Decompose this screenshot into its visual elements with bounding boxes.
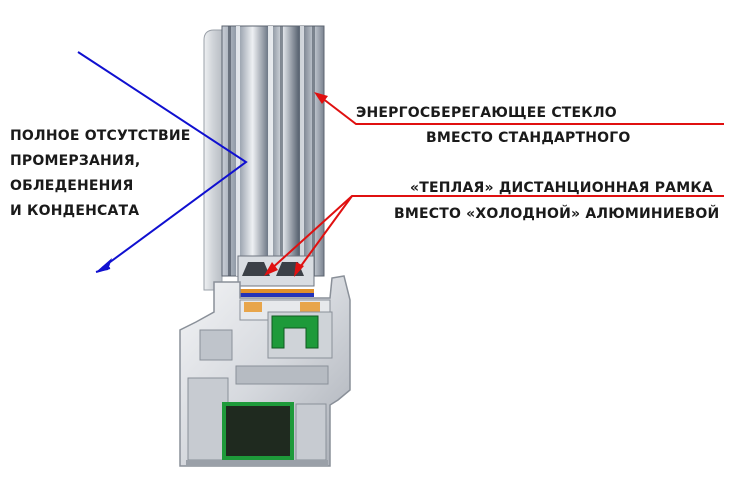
condensation-label-line4: И КОНДЕНСАТА [10,203,140,219]
condensation-label-line1: ПОЛНОЕ ОТСУТСТВИЕ [10,128,191,144]
spacer-frame [237,255,315,297]
spacer-label-line1: «ТЕПЛАЯ» ДИСТАНЦИОННАЯ РАМКА [410,180,714,196]
glass-label-line1: ЭНЕРГОСБЕРЕГАЮЩЕЕ СТЕКЛО [356,105,617,121]
condensation-label-line3: ОБЛЕДЕНЕНИЯ [10,178,134,194]
condensation-label: ПОЛНОЕ ОТСУТСТВИЕ ПРОМЕРЗАНИЯ, ОБЛЕДЕНЕН… [10,124,191,224]
condensation-label-line2: ПРОМЕРЗАНИЯ, [10,153,141,169]
pvc-profile [179,275,351,467]
glass-pointer-arrow [314,92,724,125]
glass-label-line2: ВМЕСТО СТАНДАРТНОГО [426,130,631,146]
spacer-pointer-arrows [264,195,724,277]
glass-unit [203,25,325,291]
condensation-pointer-arrow [77,51,248,273]
spacer-label-line2: ВМЕСТО «ХОЛОДНОЙ» АЛЮМИНИЕВОЙ [394,206,720,222]
